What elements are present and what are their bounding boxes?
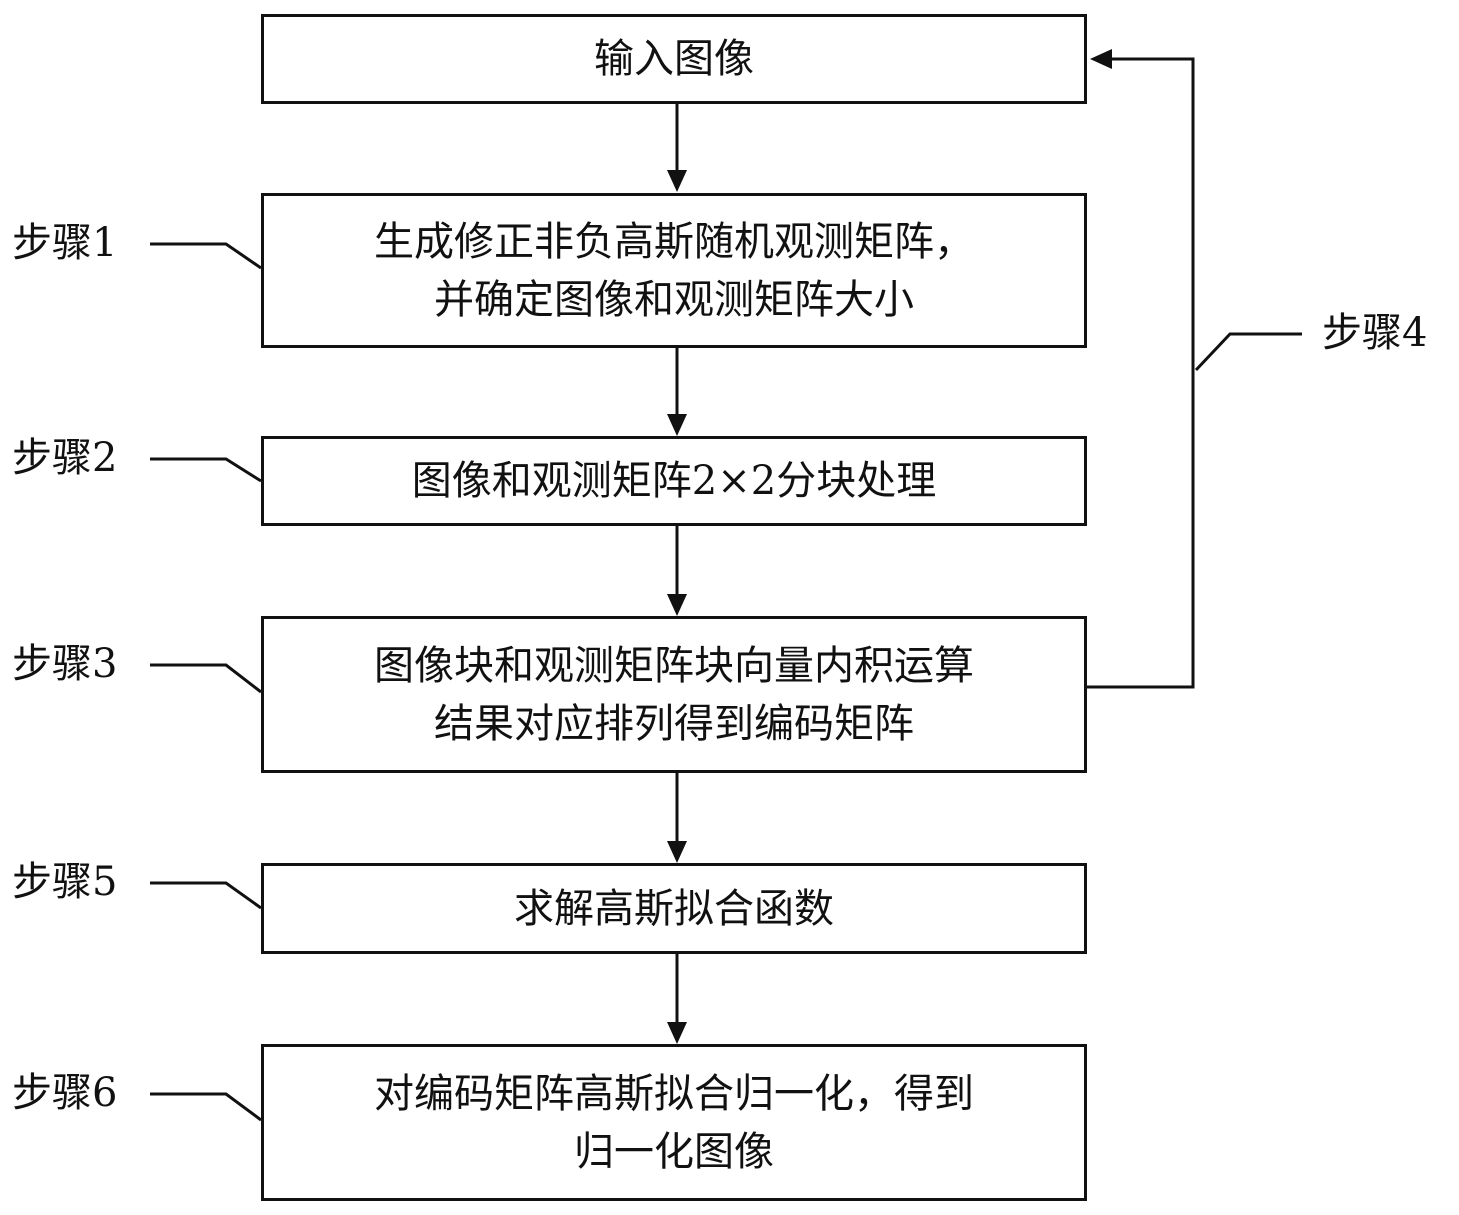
arrowhead-step1: [667, 170, 687, 192]
node-input-image: 输入图像: [261, 14, 1087, 104]
arrowhead-step6: [667, 1022, 687, 1044]
node-step2: 图像和观测矩阵2×2分块处理: [261, 436, 1087, 526]
arrowhead-step2: [667, 414, 687, 436]
arrowhead-step5: [667, 841, 687, 863]
label-step5: 步骤5: [12, 859, 118, 905]
label-step2: 步骤2: [12, 435, 118, 481]
label-step3: 步骤3: [12, 641, 118, 687]
node-text: 对编码矩阵高斯拟合归一化，得到: [374, 1070, 974, 1117]
feedback-loop-line: [1087, 57, 1195, 689]
label-step1: 步骤1: [12, 220, 118, 266]
leader-step1: [150, 242, 262, 270]
leader-step2: [150, 457, 262, 483]
feedback-arrowhead: [1090, 49, 1112, 69]
node-step1: 生成修正非负高斯随机观测矩阵， 并确定图像和观测矩阵大小: [261, 193, 1087, 348]
leader-step4: [1194, 332, 1302, 372]
leader-step3: [150, 663, 262, 694]
node-text: 图像和观测矩阵2×2分块处理: [411, 458, 937, 504]
node-text: 求解高斯拟合函数: [514, 885, 834, 932]
node-step3: 图像块和观测矩阵块向量内积运算 结果对应排列得到编码矩阵: [261, 616, 1087, 773]
node-text: 图像块和观测矩阵块向量内积运算: [374, 642, 974, 689]
label-step6: 步骤6: [12, 1070, 118, 1116]
leader-step6: [150, 1092, 262, 1122]
node-text: 归一化图像: [574, 1128, 774, 1175]
arrowhead-step3: [667, 594, 687, 616]
node-text: 生成修正非负高斯随机观测矩阵，: [374, 218, 974, 265]
node-text: 结果对应排列得到编码矩阵: [434, 700, 914, 747]
node-step6: 对编码矩阵高斯拟合归一化，得到 归一化图像: [261, 1044, 1087, 1201]
node-step5: 求解高斯拟合函数: [261, 863, 1087, 954]
node-text: 输入图像: [594, 36, 754, 82]
label-step4: 步骤4: [1322, 310, 1428, 356]
leader-step5: [150, 881, 262, 910]
node-text: 并确定图像和观测矩阵大小: [434, 276, 914, 323]
